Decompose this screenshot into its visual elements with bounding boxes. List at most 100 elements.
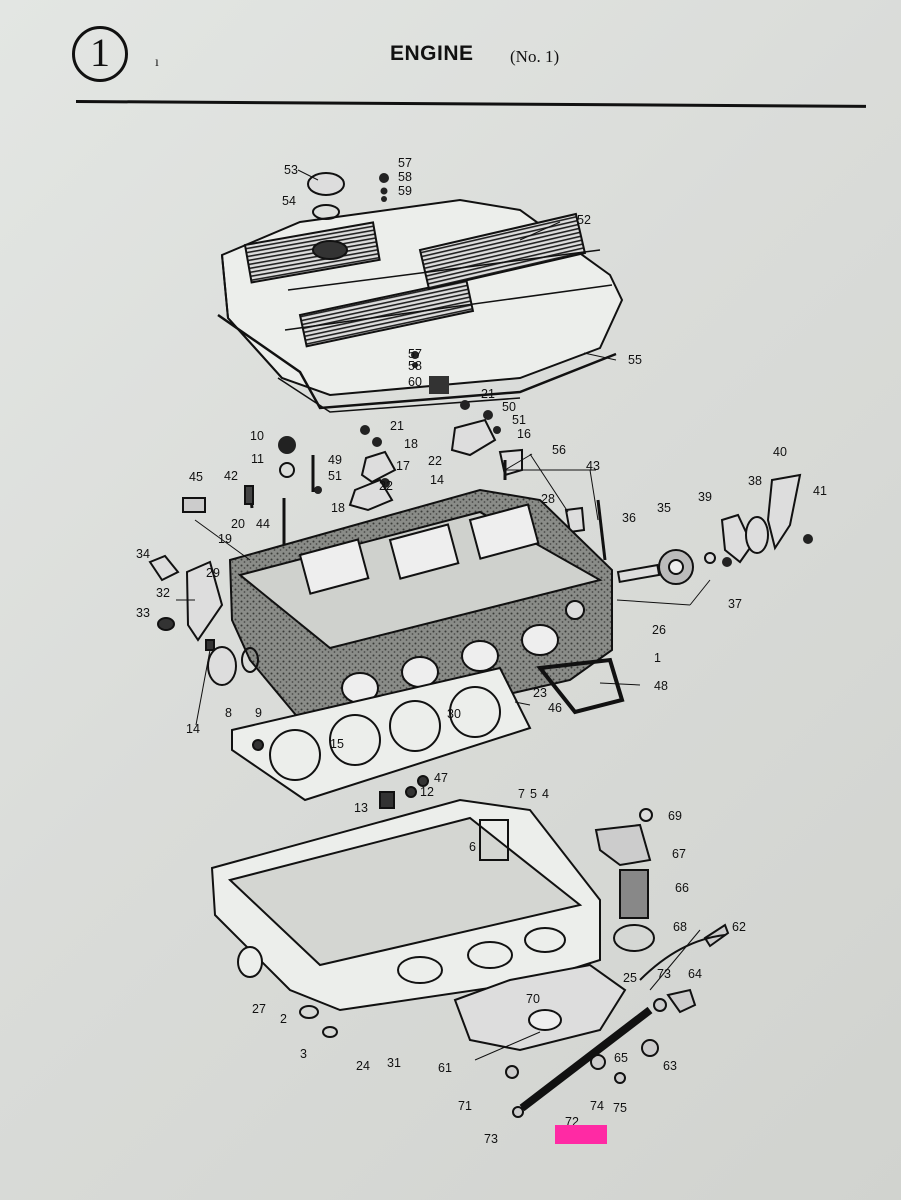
page-title: ENGINE [390, 42, 474, 65]
section-number-badge: 1 [72, 26, 128, 82]
callout-label: 27 [252, 1002, 266, 1016]
callout-label: 51 [512, 413, 526, 427]
callout-label: 15 [330, 737, 344, 751]
callout-label: 10 [250, 429, 264, 443]
callout-label: 34 [136, 547, 150, 561]
callout-label: 18 [331, 501, 345, 515]
callout-label: 23 [533, 686, 547, 700]
callout-label: 44 [256, 517, 270, 531]
callout-label: 49 [328, 453, 342, 467]
left-side-parts [148, 485, 259, 686]
callout-label: 14 [430, 473, 444, 487]
callout-label: 31 [387, 1056, 401, 1070]
callout-label: 7 [518, 787, 525, 801]
lower-small-parts [299, 775, 730, 1118]
cam-drive-parts [616, 473, 802, 585]
callout-label: 25 [623, 971, 637, 985]
rocker-cover [220, 198, 624, 397]
callout-label: 16 [517, 427, 531, 441]
callout-label: 6 [469, 840, 476, 854]
callout-label: 58 [408, 359, 422, 373]
callout-label: 19 [218, 532, 232, 546]
rocker-brackets [348, 418, 586, 534]
callout-label: 43 [586, 459, 600, 473]
highlight-marker [555, 1125, 607, 1144]
callout-label: 64 [688, 967, 702, 981]
callout-label: 2 [280, 1012, 287, 1026]
callout-label: 69 [668, 809, 682, 823]
callout-label: 38 [748, 474, 762, 488]
callout-label: 62 [732, 920, 746, 934]
callout-label: 57 [408, 347, 422, 361]
oil-filler-cap [307, 172, 345, 220]
callout-label: 50 [502, 400, 516, 414]
callout-label: 30 [447, 707, 461, 721]
callout-label: 3 [300, 1047, 307, 1061]
page-mark: ı [155, 55, 159, 70]
callout-label: 28 [541, 492, 555, 506]
head-gasket [231, 666, 532, 802]
callout-label: 21 [390, 419, 404, 433]
callout-label: 21 [481, 387, 495, 401]
callout-label: 65 [614, 1051, 628, 1065]
callout-label: 17 [396, 459, 410, 473]
callout-label: 58 [398, 170, 412, 184]
callout-label: 32 [156, 586, 170, 600]
callout-label: 75 [613, 1101, 627, 1115]
callout-label: 63 [663, 1059, 677, 1073]
callout-label: 40 [773, 445, 787, 459]
water-hose [519, 1006, 653, 1112]
callout-label: 47 [434, 771, 448, 785]
callout-label: 11 [251, 452, 264, 466]
callout-label: 8 [225, 706, 232, 720]
callout-label: 24 [356, 1059, 370, 1073]
callout-label: 18 [404, 437, 418, 451]
callout-label: 55 [628, 353, 642, 367]
callout-label: 45 [189, 470, 203, 484]
callout-label: 59 [398, 184, 412, 198]
manifold-gasket [536, 657, 625, 715]
rocker-cover-gasket [217, 313, 617, 410]
callout-label: 29 [206, 566, 220, 580]
callout-label: 73 [657, 967, 671, 981]
callout-label: 52 [577, 213, 591, 227]
callout-label: 33 [136, 606, 150, 620]
callout-label: 22 [379, 479, 393, 493]
leader-lines [176, 169, 711, 1061]
callout-label: 56 [552, 443, 566, 457]
callout-label: 48 [654, 679, 668, 693]
callout-label: 66 [675, 881, 689, 895]
callout-label: 67 [672, 847, 686, 861]
callout-label: 37 [728, 597, 742, 611]
callout-label: 70 [526, 992, 540, 1006]
callout-label: 46 [548, 701, 562, 715]
callout-label: 20 [231, 517, 245, 531]
callout-label: 13 [354, 801, 368, 815]
callout-label: 51 [328, 469, 342, 483]
callout-label: 36 [622, 511, 636, 525]
callout-label: 5 [530, 787, 537, 801]
callout-label: 57 [398, 156, 412, 170]
callout-label: 60 [408, 375, 422, 389]
callout-label: 73 [484, 1132, 498, 1146]
callout-label: 41 [813, 484, 827, 498]
callout-label: 39 [698, 490, 712, 504]
lower-cylinder-head [210, 798, 601, 1012]
callout-label: 14 [186, 722, 200, 736]
callout-label: 9 [255, 706, 262, 720]
cylinder-head [228, 488, 613, 737]
callout-labels: 53 57 58 59 54 52 55 57 58 60 21 50 51 1… [136, 156, 827, 1146]
callout-label: 26 [652, 623, 666, 637]
callout-label: 42 [224, 469, 238, 483]
callout-label: 53 [284, 163, 298, 177]
callout-label: 68 [673, 920, 687, 934]
callout-label: 1 [654, 651, 661, 665]
page-subtitle: (No. 1) [510, 47, 560, 66]
callout-label: 71 [458, 1099, 472, 1113]
callout-label: 12 [420, 785, 434, 799]
callout-label: 54 [282, 194, 296, 208]
callout-label: 61 [438, 1061, 452, 1075]
callout-label: 4 [542, 787, 549, 801]
